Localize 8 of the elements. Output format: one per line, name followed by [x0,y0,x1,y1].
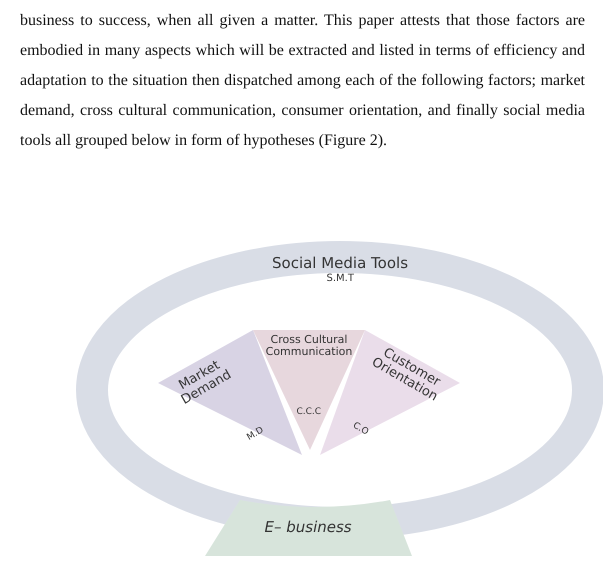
segment-title: E– business [264,520,352,536]
abbreviation-label: C.O [350,422,370,438]
abbreviation-label: S.M.T [326,274,354,284]
abbreviation-label: M.D [246,426,266,444]
segment-title: Cross Cultural Communication [264,334,354,358]
body-paragraph: business to success, when all given a matter. This paper attests that those factors are embodied in many aspects which will be extracted and listed in terms of efficiency and adaptation to the situation then dispatched among each of the following factors; market demand, cross cultural communication, consumer orientation, and finally social media tools all grouped below in form of hypotheses (Figure 2). [20,11,585,151]
abbreviation-label: C.C.C [296,408,322,418]
ring-title: Social Media Tools [272,256,408,272]
